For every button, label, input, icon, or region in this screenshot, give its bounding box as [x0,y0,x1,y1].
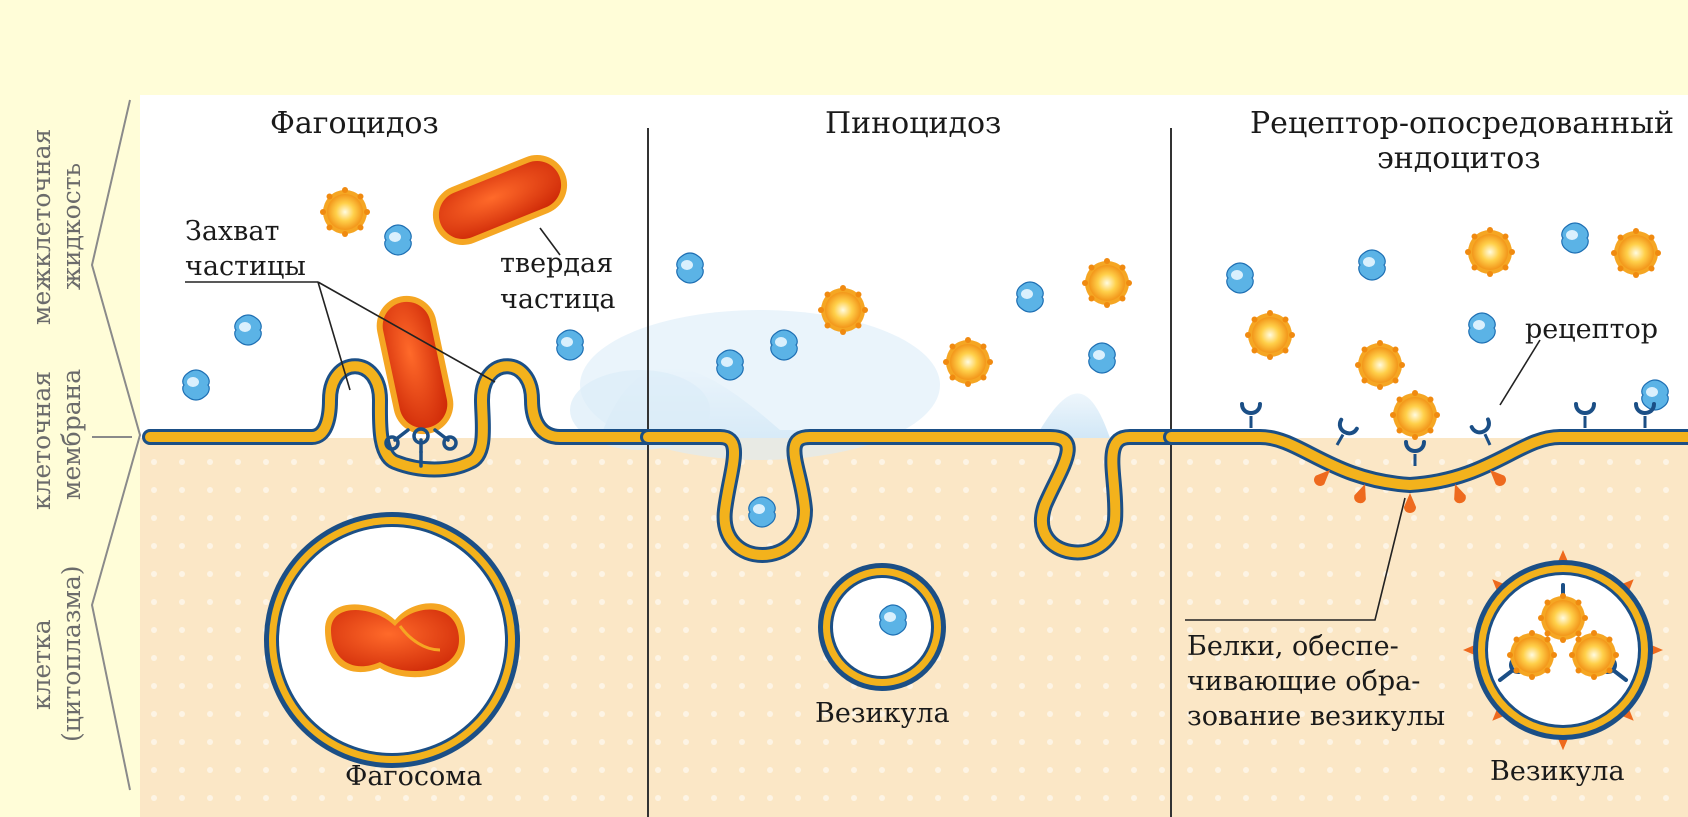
proteins-label-line3: зование везикулы [1187,701,1445,732]
solid-particle-label-line2: частица [500,284,615,315]
proteins-label-line2: чивающие обра- [1187,666,1420,697]
receptor-title-line1: Рецептор-опосредованный [1250,106,1674,141]
orange-ligand [943,337,993,387]
phagosome-label: Фагосома [345,761,482,792]
pinocytosis-title: Пиноцидоз [825,106,1001,141]
phagosome [264,512,520,768]
orange-ligand [1082,258,1132,308]
side-label-membrane-1: клеточная [27,371,56,510]
receptor-vesicle-label: Везикула [1490,756,1625,787]
blue-molecule [1227,263,1253,293]
blue-molecule [1359,250,1385,280]
proteins-label-line1: Белки, обеспе- [1187,631,1399,662]
orange-ligand [818,285,868,335]
receptor-title-line2: эндоцитоз [1377,141,1541,176]
capture-label-line2: частицы [185,251,306,282]
orange-ligand [1245,310,1295,360]
blue-molecule [880,605,906,635]
blue-molecule [183,370,209,400]
blue-molecule [1562,223,1588,253]
blue-molecule [557,330,583,360]
side-label-fluid-1: межклеточная [27,129,56,325]
side-label-cell-1: клетка [27,619,56,710]
solid-particle-label-line1: твердая [500,248,613,279]
orange-ligand [1569,630,1619,680]
orange-ligand [1611,228,1661,278]
orange-ligand [1538,593,1588,643]
orange-ligand [1465,227,1515,277]
blue-molecule [677,253,703,283]
orange-ligand [1507,630,1557,680]
blue-molecule [385,225,411,255]
receptor-label: рецептор [1525,314,1658,345]
pinocytosis-vesicle-label: Везикула [815,698,950,729]
orange-ligand [1355,340,1405,390]
orange-ligand [320,187,370,237]
blue-molecule [1017,282,1043,312]
blue-molecule [1089,343,1115,373]
capture-label-line1: Захват [185,216,279,247]
blue-molecule [1469,313,1495,343]
coated-vesicle [1463,550,1663,750]
side-label-fluid-2: жидкость [57,163,86,290]
side-label-cell-2: (цитоплазма) [57,565,86,742]
phagocytosis-title: Фагоцидоз [270,106,439,141]
blue-molecule [717,350,743,380]
side-label-membrane-2: мембрана [57,369,86,500]
blue-molecule [771,330,797,360]
blue-molecule [235,315,261,345]
orange-ligand [1390,390,1440,440]
blue-molecule [749,497,775,527]
